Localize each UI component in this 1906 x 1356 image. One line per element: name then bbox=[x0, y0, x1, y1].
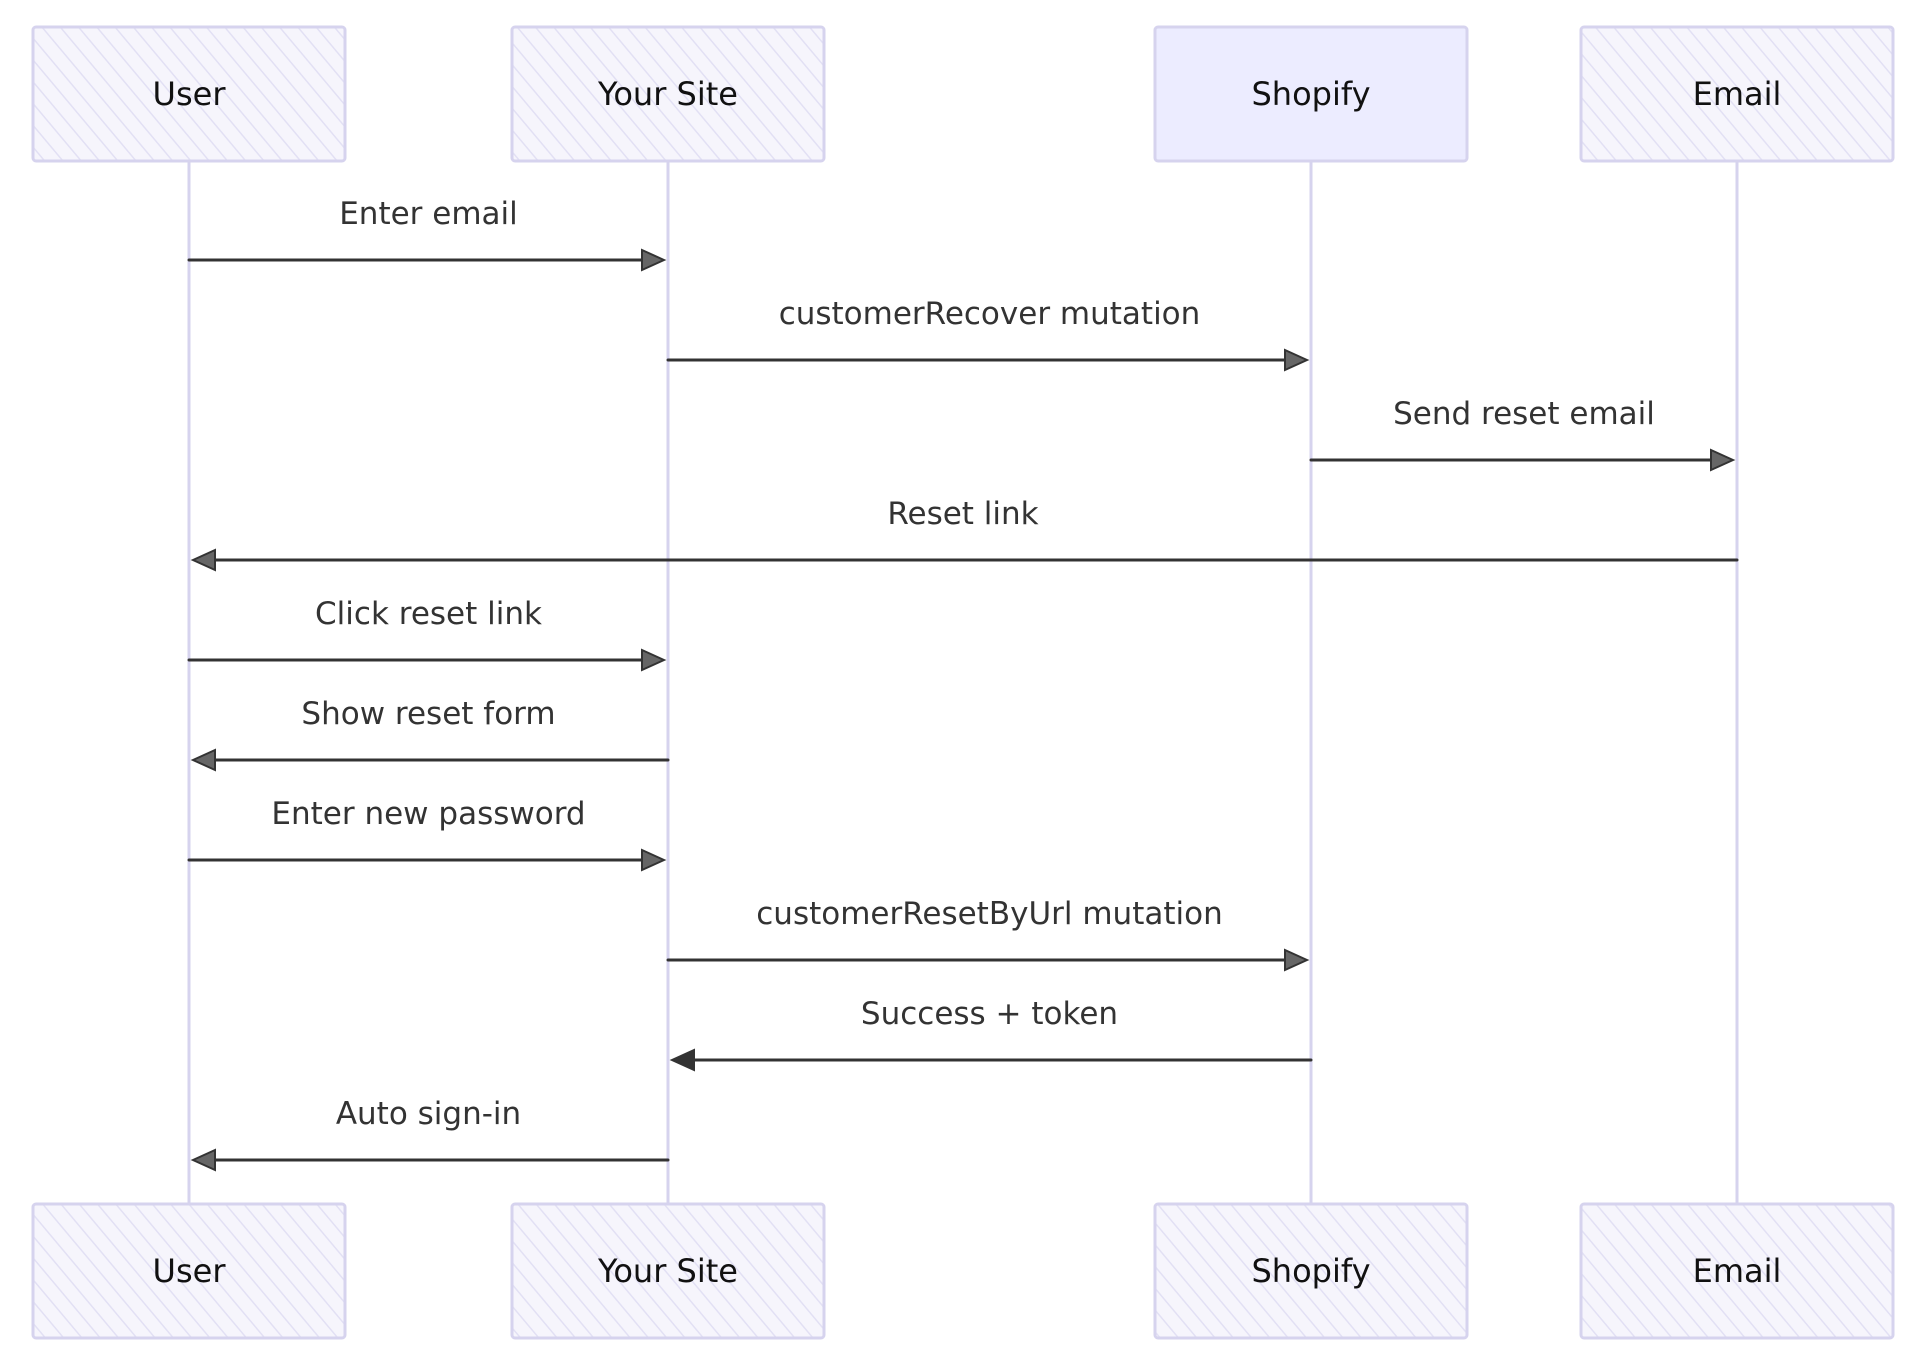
message-arrowhead bbox=[641, 648, 667, 672]
participant-box bbox=[1153, 1202, 1469, 1340]
message-label: Show reset form bbox=[301, 696, 555, 732]
message-label: Enter email bbox=[339, 196, 518, 232]
message-7: Enter new password bbox=[187, 796, 667, 872]
participant-user-top: User bbox=[31, 25, 347, 163]
message-6: Show reset form bbox=[190, 696, 670, 772]
participant-label: Email bbox=[1693, 75, 1782, 113]
message-2: customerRecover mutation bbox=[666, 296, 1310, 372]
participant-label: Email bbox=[1693, 1252, 1782, 1290]
message-label: customerRecover mutation bbox=[779, 296, 1201, 332]
participant-box bbox=[510, 25, 826, 163]
lifelines bbox=[187, 161, 1739, 1204]
message-arrowhead bbox=[1284, 348, 1310, 372]
participant-box bbox=[1579, 1202, 1895, 1340]
message-label: Success + token bbox=[861, 996, 1118, 1032]
participant-email-bottom: Email bbox=[1579, 1202, 1895, 1340]
participant-label: User bbox=[153, 1252, 227, 1290]
participant-site-bottom: Your Site bbox=[510, 1202, 826, 1340]
participant-box bbox=[31, 25, 347, 163]
message-arrowhead bbox=[641, 248, 667, 272]
message-arrowhead bbox=[641, 848, 667, 872]
participant-box bbox=[1153, 25, 1469, 163]
participant-site-top: Your Site bbox=[510, 25, 826, 163]
participant-label: Shopify bbox=[1251, 1252, 1370, 1290]
message-label: Click reset link bbox=[315, 596, 542, 632]
participant-shopify-bottom: Shopify bbox=[1153, 1202, 1469, 1340]
message-3: Send reset email bbox=[1309, 396, 1736, 472]
message-label: Enter new password bbox=[271, 796, 585, 832]
message-arrowhead bbox=[669, 1048, 695, 1072]
messages: Enter email customerRecover mutationSend … bbox=[187, 196, 1739, 1172]
participant-label: Your Site bbox=[597, 1252, 738, 1290]
participant-box bbox=[1579, 25, 1895, 163]
message-label: customerResetByUrl mutation bbox=[756, 896, 1222, 932]
message-9: Success + token bbox=[669, 996, 1313, 1072]
participants-top: User Your Site Shopify Email bbox=[31, 25, 1895, 163]
message-arrowhead bbox=[190, 748, 216, 772]
message-label: Reset link bbox=[887, 496, 1038, 532]
participant-shopify-top: Shopify bbox=[1153, 25, 1469, 163]
message-5: Click reset link bbox=[187, 596, 667, 672]
message-arrowhead bbox=[190, 548, 216, 572]
participants-bottom: User Your Site Shopify Email bbox=[31, 1202, 1895, 1340]
message-arrowhead bbox=[190, 1148, 216, 1172]
participant-user-bottom: User bbox=[31, 1202, 347, 1340]
participant-box bbox=[510, 1202, 826, 1340]
participant-box bbox=[31, 1202, 347, 1340]
message-1: Enter email bbox=[187, 196, 667, 272]
message-10: Auto sign-in bbox=[190, 1096, 670, 1172]
message-label: Auto sign-in bbox=[336, 1096, 521, 1132]
participant-email-top: Email bbox=[1579, 25, 1895, 163]
message-4: Reset link bbox=[190, 496, 1739, 572]
participant-label: Shopify bbox=[1251, 75, 1370, 113]
participant-label: User bbox=[153, 75, 227, 113]
participant-label: Your Site bbox=[597, 75, 738, 113]
message-8: customerResetByUrl mutation bbox=[666, 896, 1310, 972]
message-label: Send reset email bbox=[1393, 396, 1655, 432]
message-arrowhead bbox=[1710, 448, 1736, 472]
message-arrowhead bbox=[1284, 948, 1310, 972]
